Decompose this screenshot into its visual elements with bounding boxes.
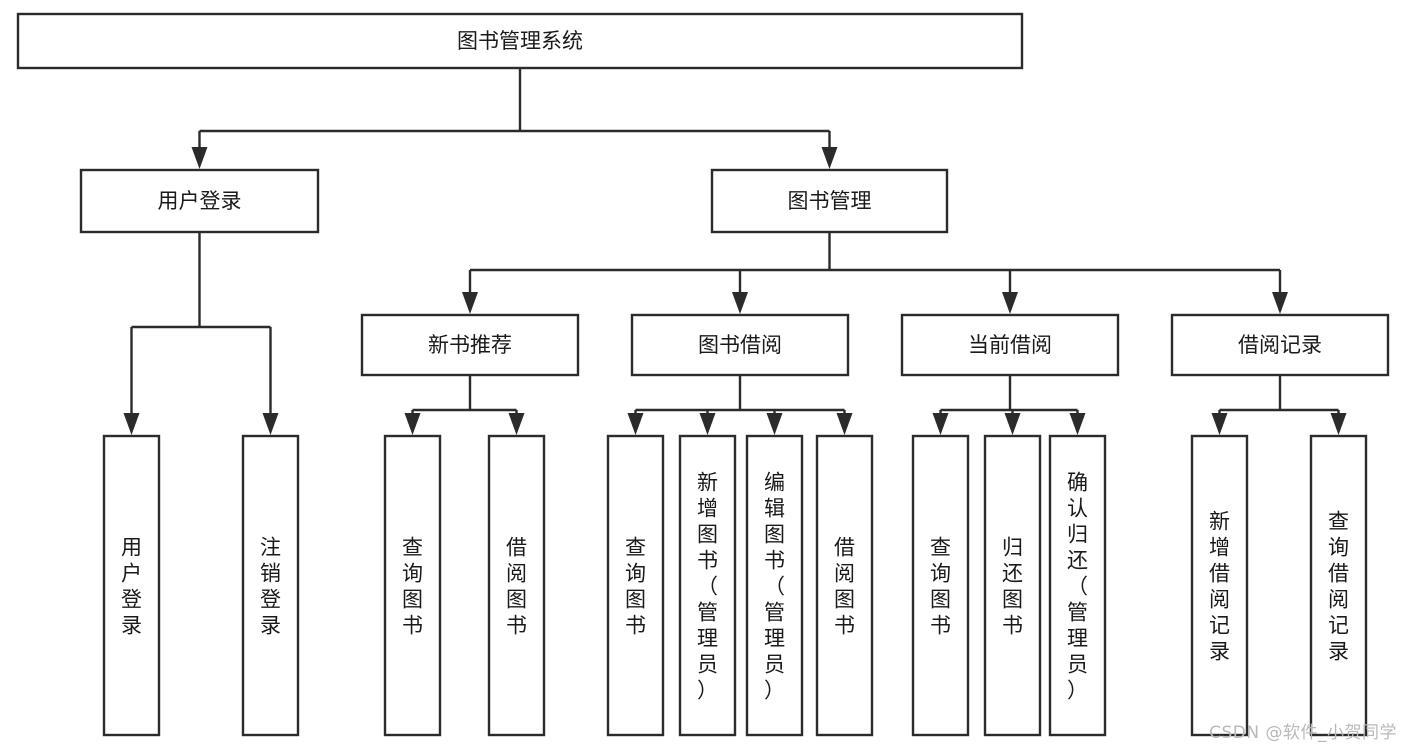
node-label: 新书推荐 <box>428 333 512 357</box>
node-box <box>102 434 161 737</box>
node-box <box>745 434 804 737</box>
node-label: 新增借阅记录 <box>1209 509 1230 663</box>
node-label: 用户登录 <box>158 189 242 213</box>
node-box <box>710 168 949 234</box>
node-box <box>1309 434 1368 737</box>
node-label: 图书借阅 <box>698 333 782 357</box>
arrow-head-icon <box>1002 292 1018 314</box>
arrow-head-icon <box>699 413 716 435</box>
node-label: 当前借阅 <box>968 333 1052 357</box>
node-label: 图书管理 <box>788 189 872 213</box>
node-leaf-7-借阅图书[interactable]: 借阅图书 <box>815 434 874 737</box>
node-leaf-4-查询图书[interactable]: 查询图书 <box>606 434 665 737</box>
arrow-head-icon <box>1069 413 1086 435</box>
node-leaf-2-查询图书[interactable]: 查询图书 <box>383 434 442 737</box>
node-leaf-10-确认归还管理员[interactable]: 确认归还（管理员） <box>1048 434 1107 737</box>
node-level3-借阅记录[interactable]: 借阅记录 <box>1170 313 1390 377</box>
arrow-head-icon <box>627 413 644 435</box>
node-label: 用户登录 <box>121 535 142 637</box>
node-box <box>983 434 1042 737</box>
node-box <box>241 434 300 737</box>
node-leaf-1-注销登录[interactable]: 注销登录 <box>241 434 300 737</box>
node-box <box>1170 313 1390 377</box>
node-label: 确认归还（管理员） <box>1067 470 1088 702</box>
node-box <box>900 313 1120 377</box>
arrow-head-icon <box>766 413 783 435</box>
arrow-head-icon <box>508 413 525 435</box>
node-level3-当前借阅[interactable]: 当前借阅 <box>900 313 1120 377</box>
node-label: 借阅图书 <box>506 535 527 637</box>
arrow-head-icon <box>821 147 838 169</box>
arrow-head-icon <box>1211 413 1228 435</box>
node-level3-新书推荐[interactable]: 新书推荐 <box>360 313 580 377</box>
arrow-head-icon <box>932 413 949 435</box>
node-leaf-3-借阅图书[interactable]: 借阅图书 <box>487 434 546 737</box>
node-label: 注销登录 <box>260 535 281 637</box>
node-leaf-12-查询借阅记录[interactable]: 查询借阅记录 <box>1309 434 1368 737</box>
node-root-图书管理系统[interactable]: 图书管理系统 <box>16 12 1024 70</box>
connectors-layer <box>123 68 1347 435</box>
node-leaf-6-编辑图书管理员[interactable]: 编辑图书（管理员） <box>745 434 804 737</box>
node-label: 查询图书 <box>402 535 423 637</box>
node-label: 编辑图书（管理员） <box>764 470 785 702</box>
node-leaf-5-新增图书管理员[interactable]: 新增图书（管理员） <box>678 434 737 737</box>
node-box <box>79 168 320 234</box>
node-label: 图书管理系统 <box>457 29 583 53</box>
arrow-head-icon <box>1330 413 1347 435</box>
arrow-head-icon <box>191 147 208 169</box>
arrow-head-icon <box>836 413 853 435</box>
node-box <box>606 434 665 737</box>
node-box <box>360 313 580 377</box>
node-box <box>1190 434 1249 737</box>
arrow-head-icon <box>404 413 421 435</box>
node-label: 归还图书 <box>1002 535 1023 637</box>
arrow-head-icon <box>732 292 748 314</box>
node-label: 查询借阅记录 <box>1328 509 1349 663</box>
node-box <box>911 434 970 737</box>
node-box <box>815 434 874 737</box>
node-label: 新增图书（管理员） <box>697 470 718 702</box>
node-box <box>678 434 737 737</box>
arrow-head-icon <box>262 413 279 435</box>
node-box <box>487 434 546 737</box>
node-label: 借阅记录 <box>1238 333 1322 357</box>
node-level3-图书借阅[interactable]: 图书借阅 <box>630 313 850 377</box>
node-box <box>630 313 850 377</box>
arrow-head-icon <box>1272 292 1288 314</box>
node-leaf-8-查询图书[interactable]: 查询图书 <box>911 434 970 737</box>
arrow-head-icon <box>123 413 140 435</box>
node-leaf-9-归还图书[interactable]: 归还图书 <box>983 434 1042 737</box>
node-box <box>383 434 442 737</box>
node-box <box>16 12 1024 70</box>
nodes-layer: 图书管理系统用户登录图书管理新书推荐图书借阅当前借阅借阅记录用户登录注销登录查询… <box>16 12 1390 737</box>
node-leaf-0-用户登录[interactable]: 用户登录 <box>102 434 161 737</box>
node-label: 查询图书 <box>930 535 951 637</box>
node-level2-图书管理[interactable]: 图书管理 <box>710 168 949 234</box>
csdn-watermark: CSDN @软件_小贺同学 <box>1209 723 1397 743</box>
node-leaf-11-新增借阅记录[interactable]: 新增借阅记录 <box>1190 434 1249 737</box>
node-label: 借阅图书 <box>834 535 855 637</box>
arrow-head-icon <box>462 292 478 314</box>
node-level2-用户登录[interactable]: 用户登录 <box>79 168 320 234</box>
node-box <box>1048 434 1107 737</box>
node-label: 查询图书 <box>625 535 646 637</box>
arrow-head-icon <box>1004 413 1021 435</box>
